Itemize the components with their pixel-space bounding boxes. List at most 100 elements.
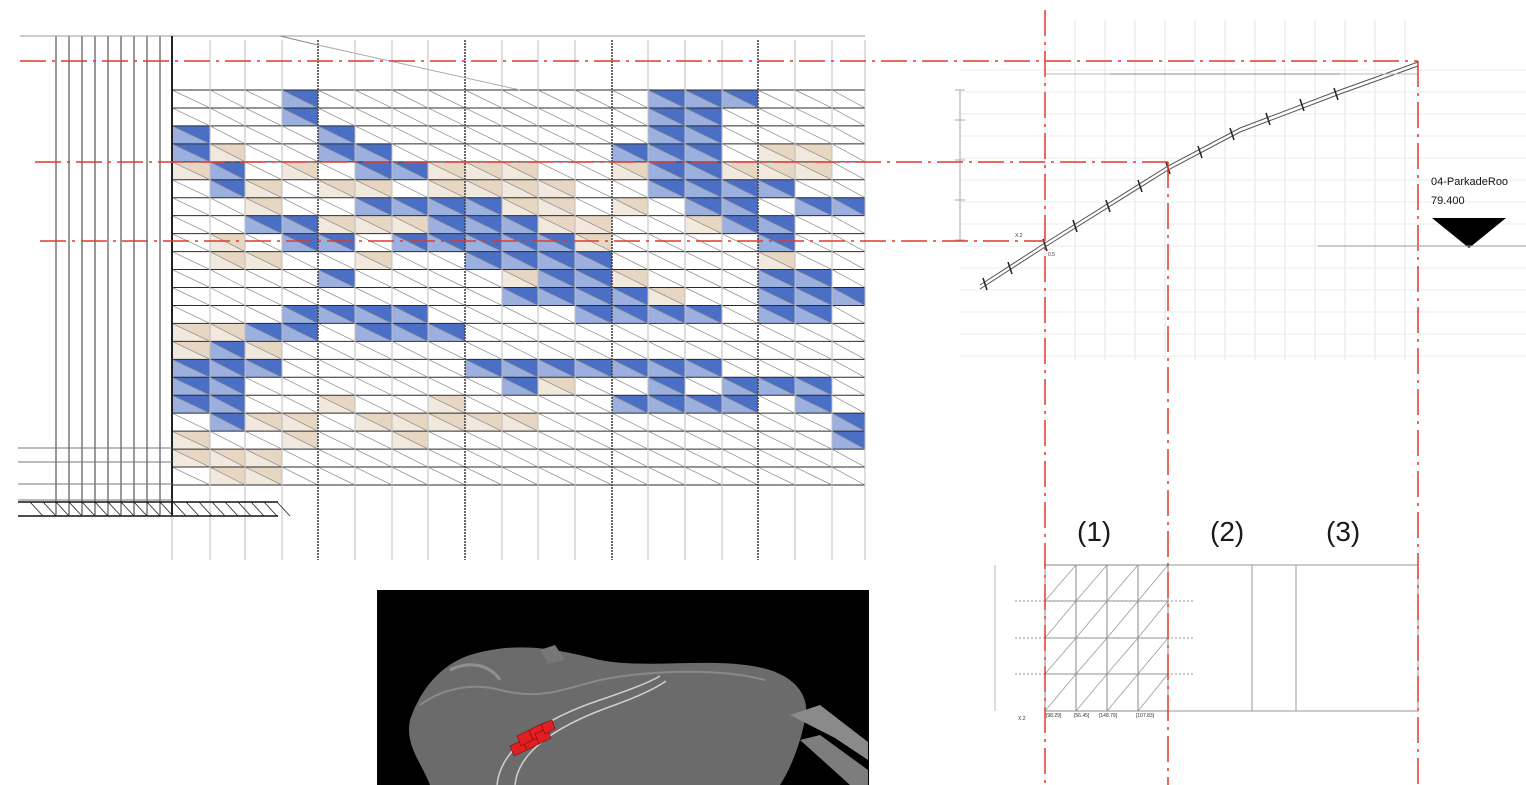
grid-diagonal [537, 161, 576, 181]
level-marker-name: 04-ParkadeRoo [1431, 176, 1509, 188]
grid-diagonal [209, 448, 246, 468]
grid-diagonal [794, 233, 833, 252]
grid-diagonal [757, 341, 796, 360]
level-marker-triangle [1432, 218, 1506, 248]
grid-diagonal [721, 359, 759, 378]
grid-diagonal [611, 287, 649, 306]
grid-diagonal [209, 376, 246, 396]
grid-diagonal [244, 287, 283, 306]
profile-tick [1007, 261, 1013, 275]
grid-diagonal [464, 448, 503, 468]
grid-diagonal [354, 161, 393, 181]
grid-diagonal [684, 125, 723, 145]
grid-diagonal [757, 394, 796, 414]
grid-diagonal [611, 179, 649, 199]
edge-line [279, 35, 319, 46]
base-hatch [159, 501, 174, 517]
grid-diagonal [647, 412, 686, 432]
base-hatch [42, 501, 57, 517]
grid-diagonal [647, 251, 686, 270]
grid-diagonal [794, 466, 833, 486]
slope-tag: 0.5 [1048, 252, 1055, 258]
grid-diagonal [684, 161, 723, 181]
grid-diagonal [171, 448, 211, 468]
grid-diagonal [317, 305, 356, 324]
grid-diagonal [281, 466, 319, 486]
base-hatch [263, 501, 278, 517]
grid-diagonal [391, 341, 429, 360]
grid-diagonal [721, 466, 759, 486]
grid-diagonal [501, 107, 539, 127]
grid-diagonal [244, 412, 283, 432]
grid-diagonal [757, 161, 796, 181]
grid-diagonal [281, 179, 319, 199]
grid-diagonal [427, 179, 466, 199]
grid-diagonal [611, 125, 649, 145]
zone-label-3: (3) [1326, 516, 1361, 547]
base-hatch [81, 501, 96, 517]
base-hatch [68, 501, 83, 517]
grid-diagonal [574, 107, 613, 127]
grid-diagonal [354, 448, 393, 468]
grid-diagonal [171, 251, 211, 270]
grid-diagonal [574, 179, 613, 199]
grid-diagonal [209, 323, 246, 342]
grid-diagonal [831, 359, 866, 378]
grid-diagonal [611, 376, 649, 396]
grid-diagonal [721, 251, 759, 270]
grid-diagonal [317, 125, 356, 145]
grid-diagonal [501, 125, 539, 145]
grid-diagonal [611, 215, 649, 234]
grid-diagonal [831, 161, 866, 181]
grid-diagonal [501, 251, 539, 270]
grid-diagonal [171, 287, 211, 306]
grid-diagonal [611, 161, 649, 181]
grid-diagonal [537, 251, 576, 270]
grid-diagonal [464, 430, 503, 450]
grid-diagonal [831, 430, 866, 450]
grid-diagonal [501, 359, 539, 378]
profile-tick [1299, 98, 1305, 112]
grid-diagonal [501, 89, 539, 109]
grid-diagonal [537, 89, 576, 109]
grid-diagonal [537, 341, 576, 360]
grid-diagonal [757, 448, 796, 468]
grid-diagonal [244, 448, 283, 468]
grid-diagonal [281, 143, 319, 163]
zone-diagonal [1044, 564, 1077, 602]
grid-diagonal [684, 376, 723, 396]
grid-diagonal [794, 448, 833, 468]
grid-diagonal [721, 179, 759, 199]
grid-diagonal [794, 143, 833, 163]
grid-diagonal [831, 125, 866, 145]
grid-diagonal [831, 251, 866, 270]
grid-diagonal [611, 466, 649, 486]
grid-diagonal [209, 359, 246, 378]
grid-diagonal [757, 179, 796, 199]
grid-diagonal [574, 161, 613, 181]
grid-diagonal [354, 287, 393, 306]
grid-diagonal [647, 215, 686, 234]
grid-diagonal [171, 430, 211, 450]
grid-diagonal [244, 161, 283, 181]
grid-diagonal [537, 466, 576, 486]
grid-diagonal [391, 359, 429, 378]
grid-diagonal [391, 125, 429, 145]
grid-diagonal [831, 305, 866, 324]
grid-diagonal [684, 287, 723, 306]
grid-diagonal [647, 359, 686, 378]
grid-diagonal [464, 269, 503, 288]
grid-diagonal [317, 197, 356, 216]
grid-diagonal [209, 161, 246, 181]
grid-diagonal [611, 323, 649, 342]
dimension-label: [98.29] [1046, 713, 1062, 719]
grid-diagonal [171, 359, 211, 378]
grid-diagonal [684, 89, 723, 109]
base-hatch [211, 501, 226, 517]
grid-diagonal [757, 287, 796, 306]
grid-diagonal [537, 287, 576, 306]
grid-diagonal [354, 305, 393, 324]
grid-diagonal [464, 323, 503, 342]
grid-diagonal [281, 341, 319, 360]
